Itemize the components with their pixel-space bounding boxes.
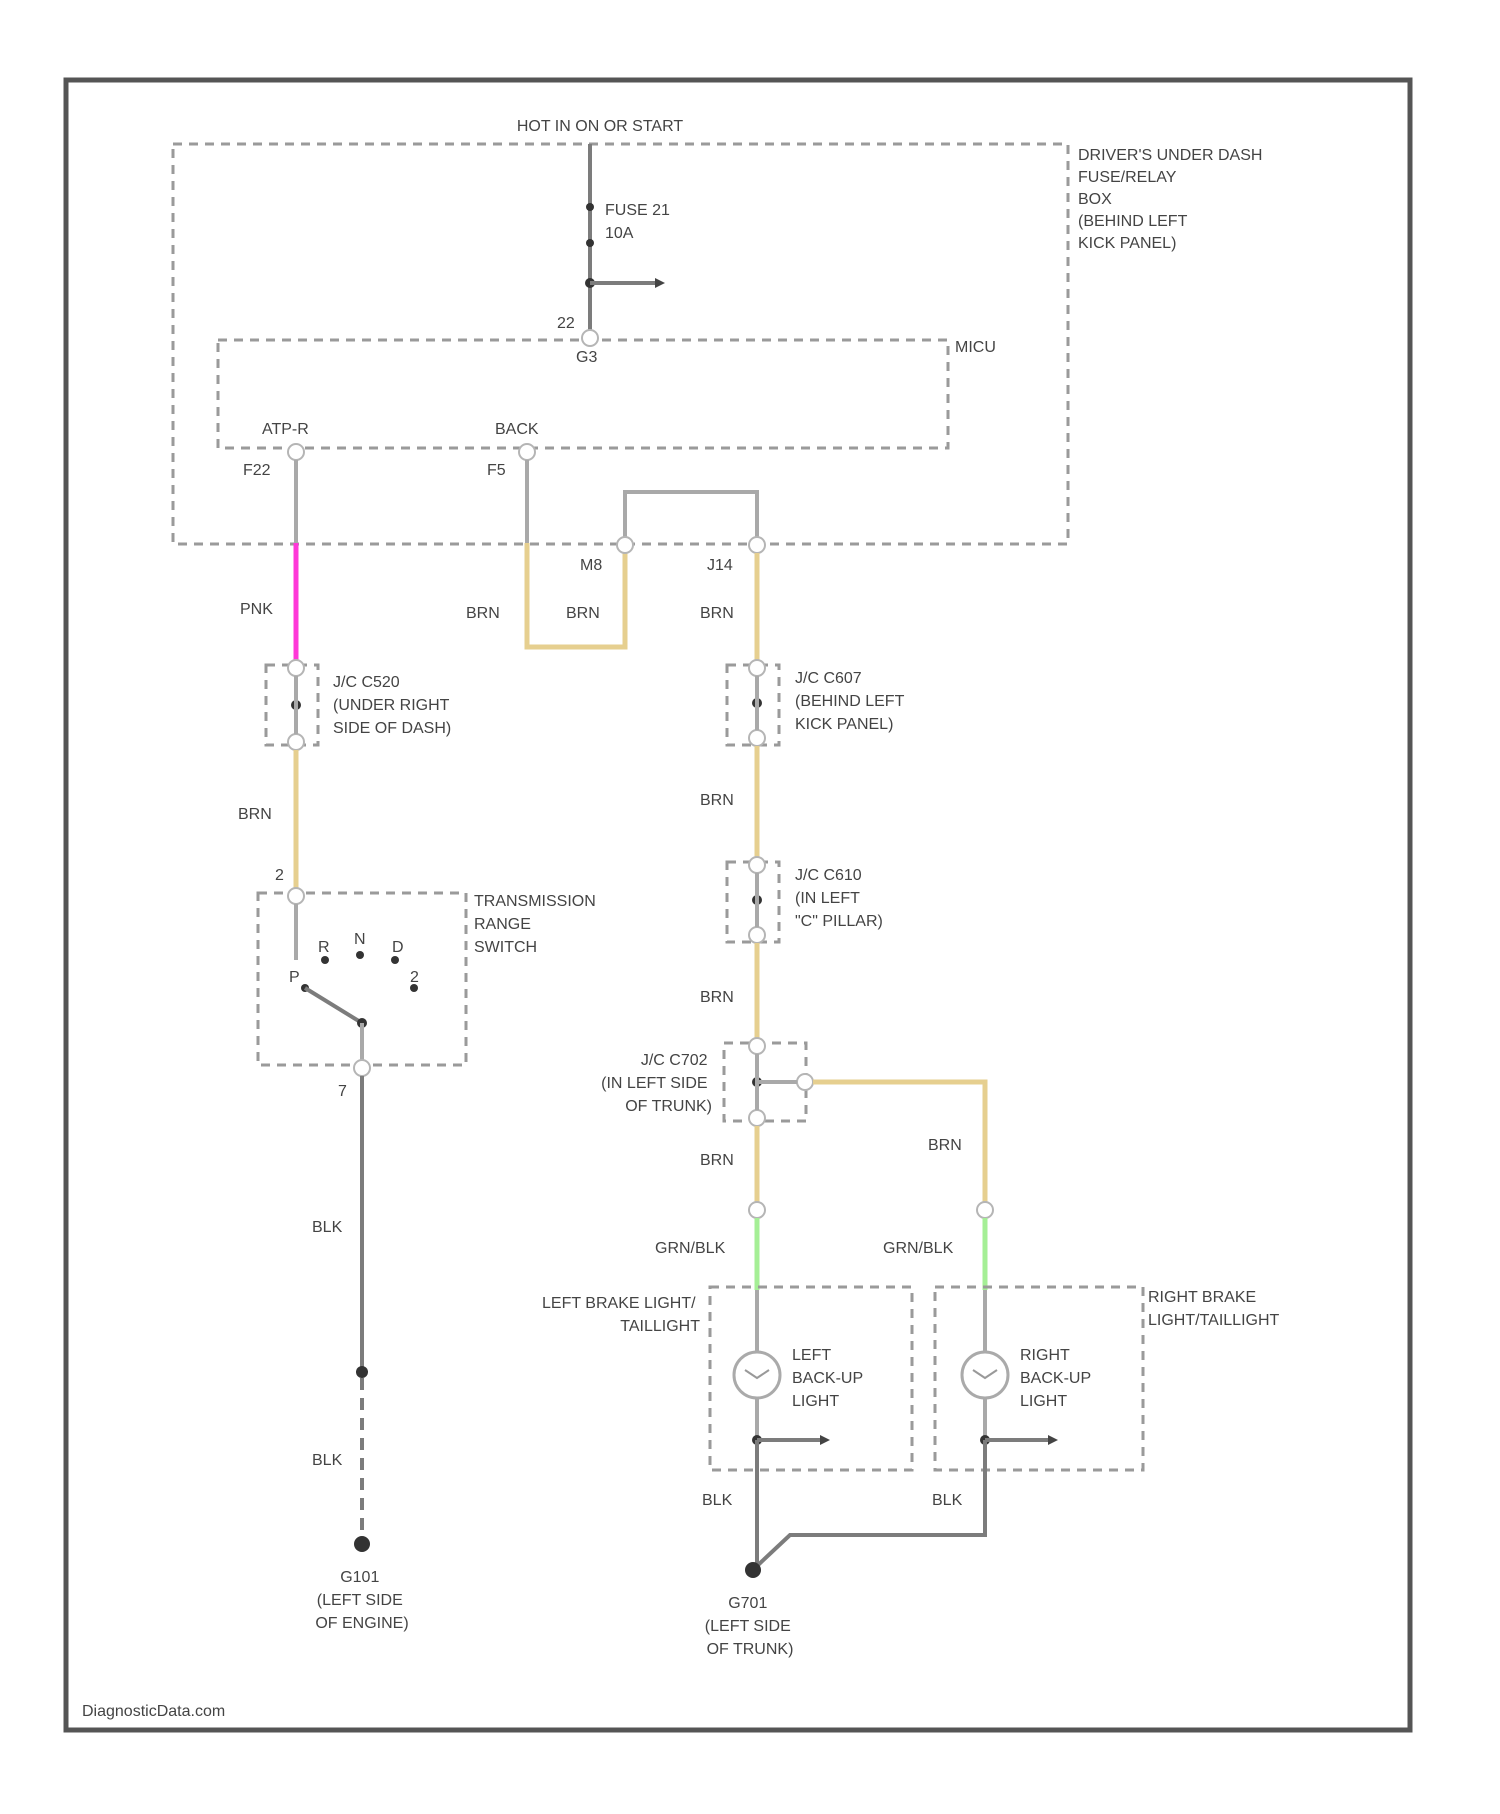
trs-pos-n: N	[354, 931, 366, 948]
trs-contact-n	[356, 951, 364, 959]
wire-label-blk-lamp-left: BLK	[702, 1492, 733, 1509]
branch-arrow	[655, 278, 665, 288]
jc-c520-connector-top	[288, 660, 304, 676]
watermark: DiagnosticData.com	[82, 1703, 225, 1720]
micu-label: MICU	[955, 339, 996, 356]
jc-c520-connector-bottom	[288, 734, 304, 750]
left-taillight-label: LEFT BRAKE LIGHT/ TAILLIGHT	[542, 1295, 700, 1335]
back-brn-loop	[527, 543, 625, 647]
micu-pin-back-connector	[519, 444, 535, 460]
trs-pin-bottom: 7	[338, 1083, 347, 1100]
jc-c702-connector-top	[749, 1038, 765, 1054]
fuse-label: FUSE 21	[605, 202, 670, 219]
fuse-terminal-top: 22	[557, 315, 575, 332]
left-backup-light-label: LEFT BACK-UP LIGHT	[792, 1347, 867, 1410]
jc-c610-connector-top	[749, 857, 765, 873]
jc-c607-connector-top	[749, 660, 765, 676]
right-backup-bulb	[962, 1352, 1008, 1398]
ground-g701-point	[745, 1562, 761, 1578]
left-lamp-branch-arrow	[820, 1435, 830, 1445]
trs-pos-r: R	[318, 939, 330, 956]
right-lamp-branch-arrow	[1048, 1435, 1058, 1445]
diagram-frame	[66, 80, 1410, 1730]
power-label: HOT IN ON OR START	[517, 118, 683, 135]
ground-splice-dot	[356, 1366, 368, 1378]
internal-jumper	[625, 492, 757, 543]
terminal-j14-connector	[749, 537, 765, 553]
trs-connector-bottom	[354, 1060, 370, 1076]
wire-label-brn-loop-left: BRN	[466, 605, 500, 622]
jc-c702-label: J/C C702 (IN LEFT SIDE OF TRUNK)	[601, 1052, 712, 1115]
trs-pos-p: P	[289, 969, 300, 986]
fuse-dot-top	[586, 203, 594, 211]
micu-pin-back-id: F5	[487, 462, 506, 479]
wire-label-brn-c610: BRN	[700, 989, 734, 1006]
fuse-dot-bottom	[586, 239, 594, 247]
wire-label-brn-loop-right: BRN	[566, 605, 600, 622]
micu-feed-connector	[582, 330, 598, 346]
wire-label-brn-c607: BRN	[700, 792, 734, 809]
trs-pin-top: 2	[275, 867, 284, 884]
trs-pos-d: D	[392, 939, 404, 956]
terminal-j14-label: J14	[707, 557, 733, 574]
right-backup-light-label: RIGHT BACK-UP LIGHT	[1020, 1347, 1095, 1410]
trs-label: TRANSMISSION RANGE SWITCH	[474, 893, 600, 956]
trs-contact-r	[321, 956, 329, 964]
wire-label-brn-right-lamp: BRN	[928, 1137, 962, 1154]
jc-c607-connector-bottom	[749, 730, 765, 746]
jc-c610-label: J/C C610 (IN LEFT "C" PILLAR)	[795, 867, 883, 930]
wire-label-grn-blk-right: GRN/BLK	[883, 1240, 954, 1257]
wire-label-brn-j14: BRN	[700, 605, 734, 622]
left-backup-bulb	[734, 1352, 780, 1398]
jc-c702-connector-right	[797, 1074, 813, 1090]
left-lamp-connector	[749, 1202, 765, 1218]
fuse-rating: 10A	[605, 225, 634, 242]
micu-pin-back-label: BACK	[495, 421, 539, 438]
wire-label-pnk: PNK	[240, 601, 273, 618]
wire-label-brn-trs: BRN	[238, 806, 272, 823]
wire-label-blk-left: BLK	[312, 1219, 343, 1236]
ground-g101-label: G101 (LEFT SIDE OF ENGINE)	[315, 1569, 408, 1632]
trs-switch-arm	[305, 988, 362, 1023]
trs-connector-top	[288, 888, 304, 904]
ground-g101-point	[354, 1536, 370, 1552]
right-lamp-connector	[977, 1202, 993, 1218]
jc-c520-label: J/C C520 (UNDER RIGHT SIDE OF DASH)	[333, 674, 454, 737]
wire-label-brn-left-lamp: BRN	[700, 1152, 734, 1169]
ground-g701-label: G701 (LEFT SIDE OF TRUNK)	[705, 1595, 795, 1658]
trs-pos-2: 2	[410, 969, 419, 986]
fuse-terminal-bottom: G3	[576, 349, 597, 366]
micu-pin-atp-connector	[288, 444, 304, 460]
trs-contact-d	[391, 956, 399, 964]
jc-c607-label: J/C C607 (BEHIND LEFT KICK PANEL)	[795, 670, 909, 733]
wire-label-blk-ground: BLK	[312, 1452, 343, 1469]
micu-pin-atp-id: F22	[243, 462, 271, 479]
micu-pin-atp-label: ATP-R	[262, 421, 309, 438]
jc-c610-connector-bottom	[749, 927, 765, 943]
terminal-m8-connector	[617, 537, 633, 553]
right-taillight-label: RIGHT BRAKE LIGHT/TAILLIGHT	[1148, 1289, 1280, 1329]
jc-c702-connector-bottom	[749, 1110, 765, 1126]
wire-label-grn-blk-left: GRN/BLK	[655, 1240, 726, 1257]
wire-label-blk-lamp-right: BLK	[932, 1492, 963, 1509]
terminal-m8-label: M8	[580, 557, 602, 574]
fuse-box-label: DRIVER'S UNDER DASH FUSE/RELAY BOX (BEHI…	[1078, 147, 1267, 252]
